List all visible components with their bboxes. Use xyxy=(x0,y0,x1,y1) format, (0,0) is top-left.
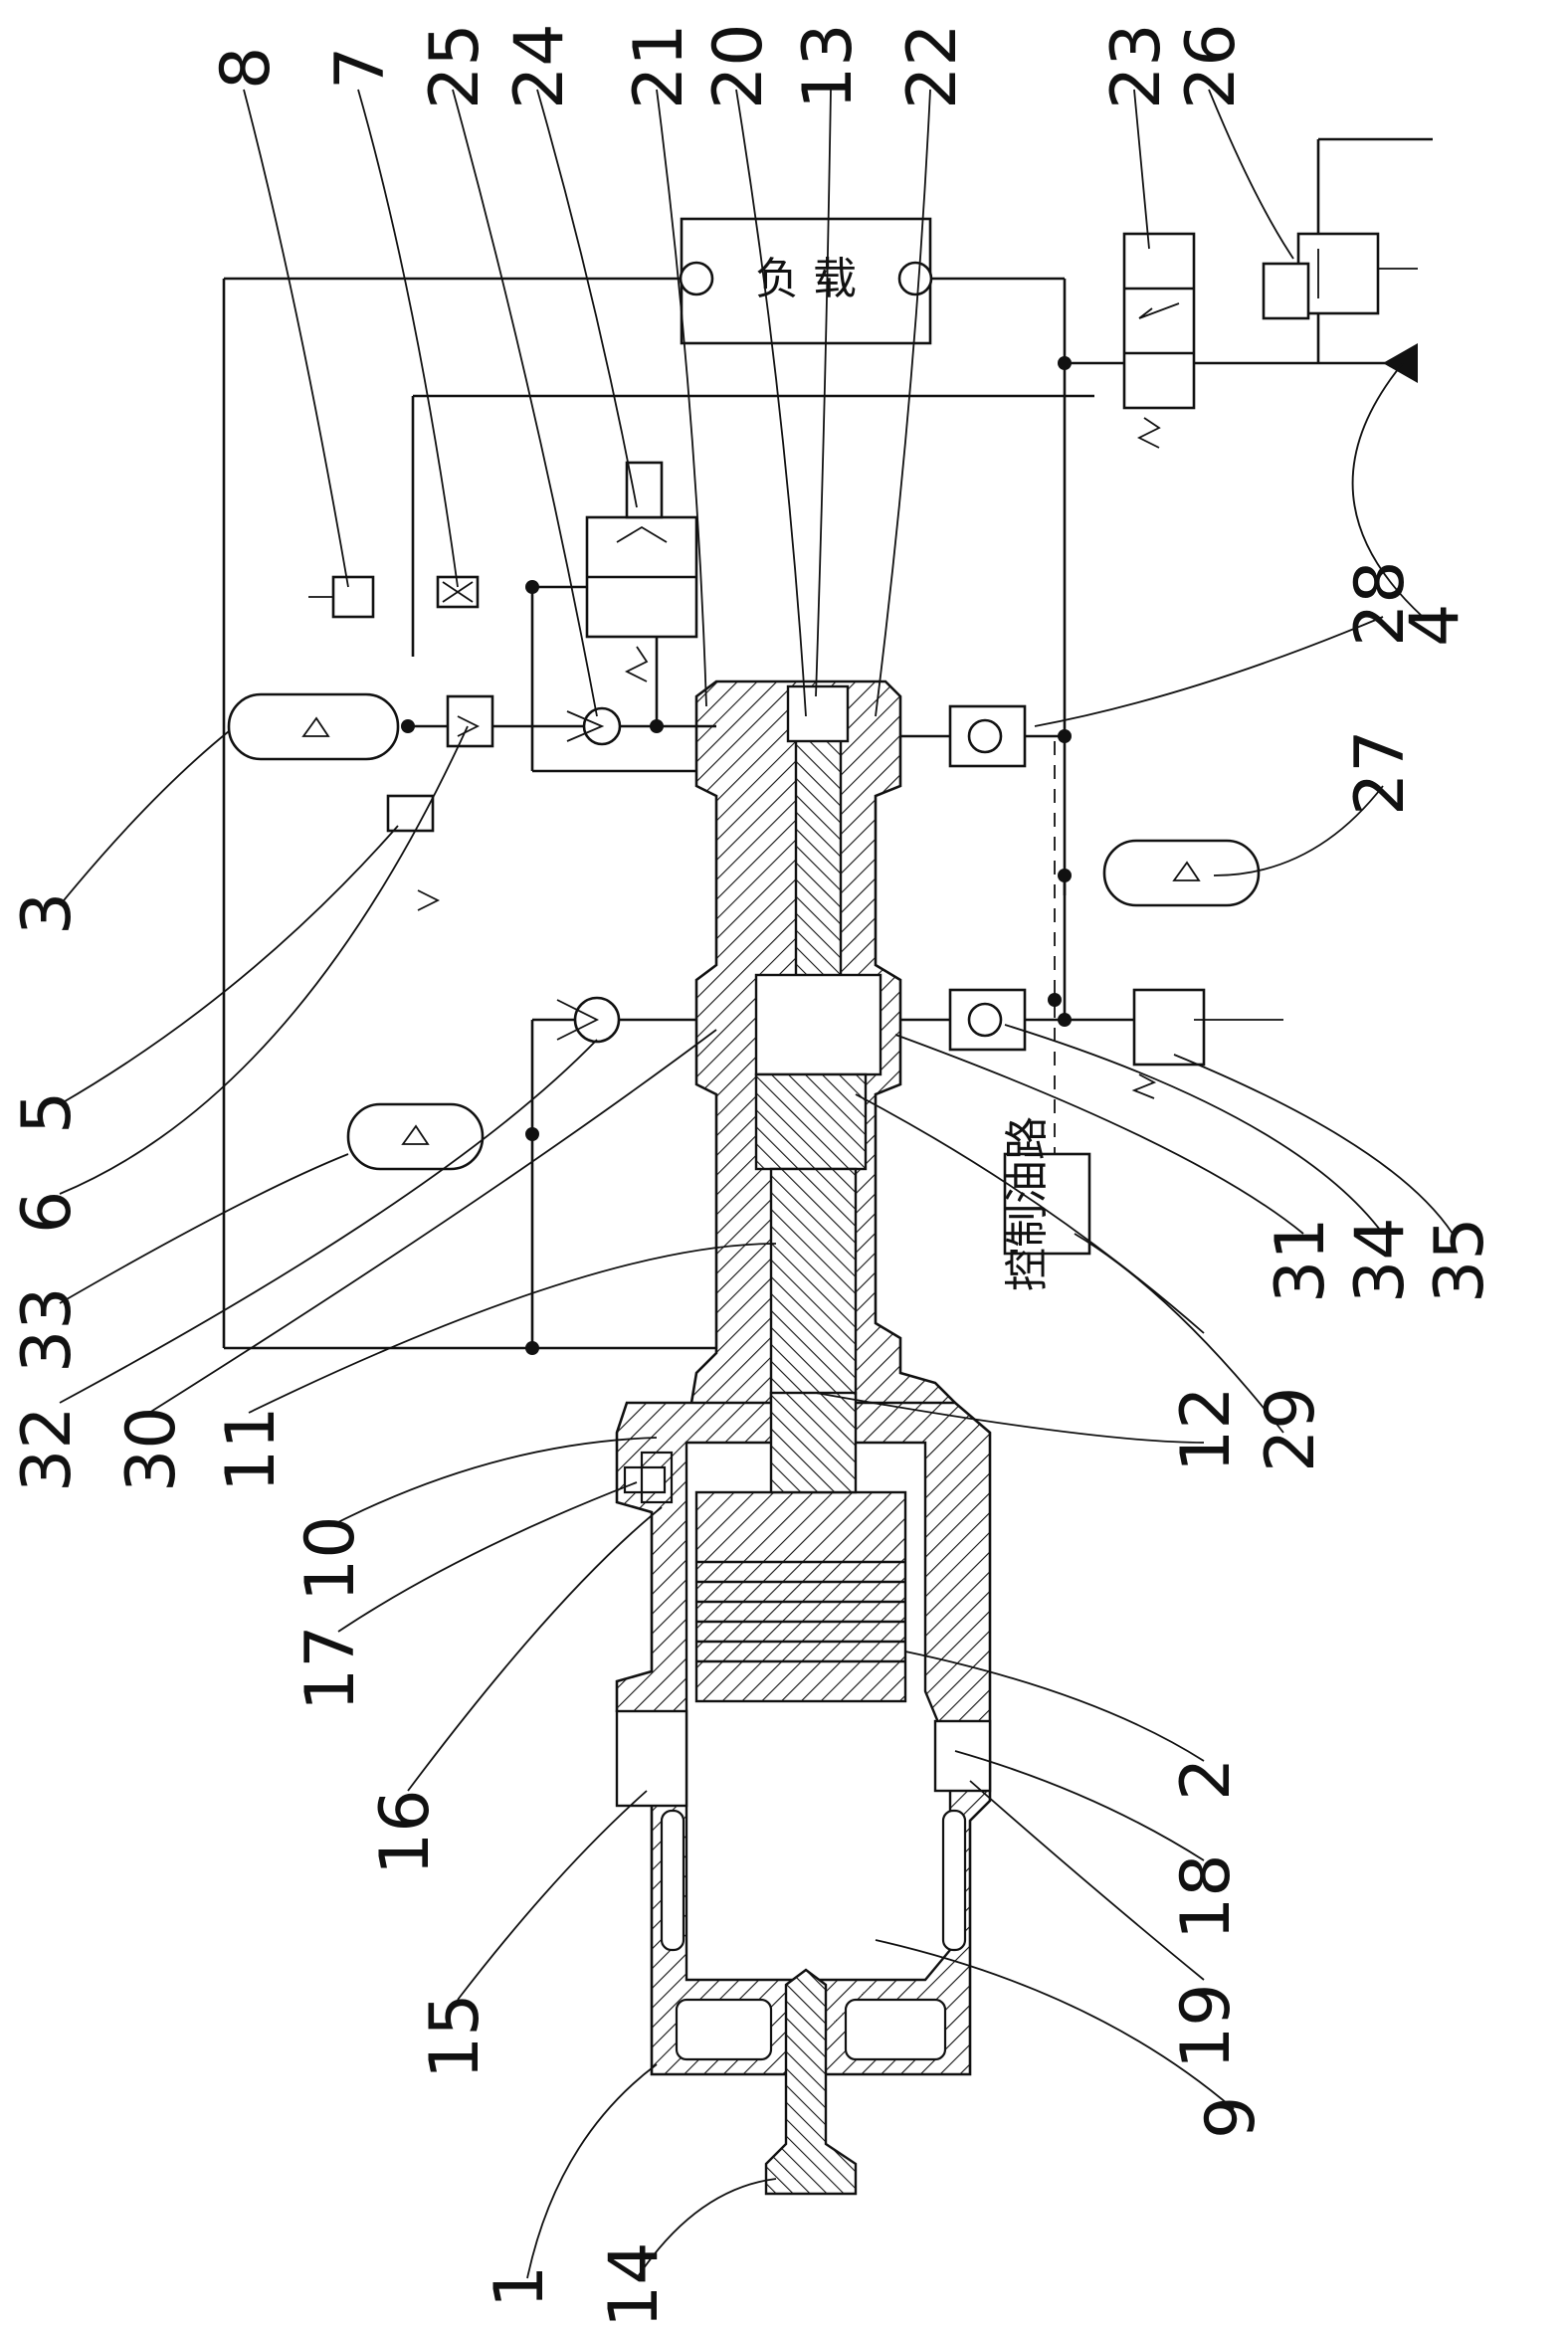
accumulator-27 xyxy=(1104,841,1259,905)
bottom-cell-right xyxy=(846,2000,945,2059)
accumulator-6 xyxy=(348,1104,483,1169)
side-channel-right xyxy=(943,1811,965,1950)
solenoid-valve-24 xyxy=(587,463,696,681)
label-33: 33 xyxy=(8,1286,87,1373)
rod-head-13 xyxy=(788,686,848,741)
rod-2 xyxy=(771,1393,856,1492)
label-12: 12 xyxy=(1167,1386,1246,1472)
label-20: 20 xyxy=(699,23,778,109)
valve-26 xyxy=(1264,234,1418,318)
label-13: 13 xyxy=(789,23,868,109)
label-15: 15 xyxy=(416,1993,494,2079)
label-27: 27 xyxy=(1341,729,1420,816)
label-26: 26 xyxy=(1172,23,1251,109)
control-oil-label: 控制油路 xyxy=(1002,1116,1053,1291)
label-3: 3 xyxy=(8,892,87,935)
label-10: 10 xyxy=(292,1515,370,1602)
side-channel-left xyxy=(662,1811,684,1950)
piston-12 xyxy=(756,1074,866,1169)
label-28: 28 xyxy=(1341,560,1420,647)
load-box: 负 载 xyxy=(681,219,931,343)
label-9: 9 xyxy=(1192,2096,1271,2139)
label-35: 35 xyxy=(1421,1217,1499,1303)
label-31: 31 xyxy=(1262,1217,1340,1303)
check-valve-34 xyxy=(950,990,1025,1050)
label-29: 29 xyxy=(1252,1386,1330,1472)
label-22: 22 xyxy=(893,23,972,109)
label-25: 25 xyxy=(416,23,494,109)
label-23: 23 xyxy=(1097,23,1176,109)
disc-stack-18 xyxy=(696,1492,905,1701)
bottom-cell-left xyxy=(677,2000,771,2059)
label-17: 17 xyxy=(292,1625,370,1711)
label-14: 14 xyxy=(595,2241,674,2328)
control-oil-box: 控制油路 xyxy=(1002,1116,1089,1291)
label-8: 8 xyxy=(207,47,286,90)
label-6: 6 xyxy=(8,1191,87,1234)
port-19 xyxy=(935,1721,990,1791)
label-21: 21 xyxy=(620,23,698,109)
label-1: 1 xyxy=(481,2265,559,2308)
cylinder-assembly xyxy=(617,681,990,2194)
pin-17 xyxy=(625,1467,665,1492)
accumulator-3 xyxy=(229,694,398,759)
label-19: 19 xyxy=(1167,1983,1246,2069)
valve-35 xyxy=(1134,990,1283,1098)
supply-arrow xyxy=(1383,343,1418,383)
port-15 xyxy=(617,1711,686,1806)
chamber-30-31 xyxy=(756,975,881,1074)
label-16: 16 xyxy=(366,1789,445,1875)
relief-valve-5 xyxy=(388,796,438,910)
label-34: 34 xyxy=(1341,1217,1420,1303)
label-5: 5 xyxy=(8,1091,87,1134)
label-24: 24 xyxy=(500,23,579,109)
sensor-8 xyxy=(308,577,373,617)
label-32: 32 xyxy=(8,1406,87,1492)
label-30: 30 xyxy=(112,1406,191,1492)
check-valve-28 xyxy=(950,706,1025,766)
directional-valve-23 xyxy=(1124,234,1194,448)
label-18: 18 xyxy=(1167,1853,1246,1940)
label-2: 2 xyxy=(1167,1758,1246,1801)
label-11: 11 xyxy=(212,1406,291,1492)
pressure-valve-4 xyxy=(448,696,492,746)
load-label: 负 载 xyxy=(755,254,857,304)
label-7: 7 xyxy=(321,47,400,90)
